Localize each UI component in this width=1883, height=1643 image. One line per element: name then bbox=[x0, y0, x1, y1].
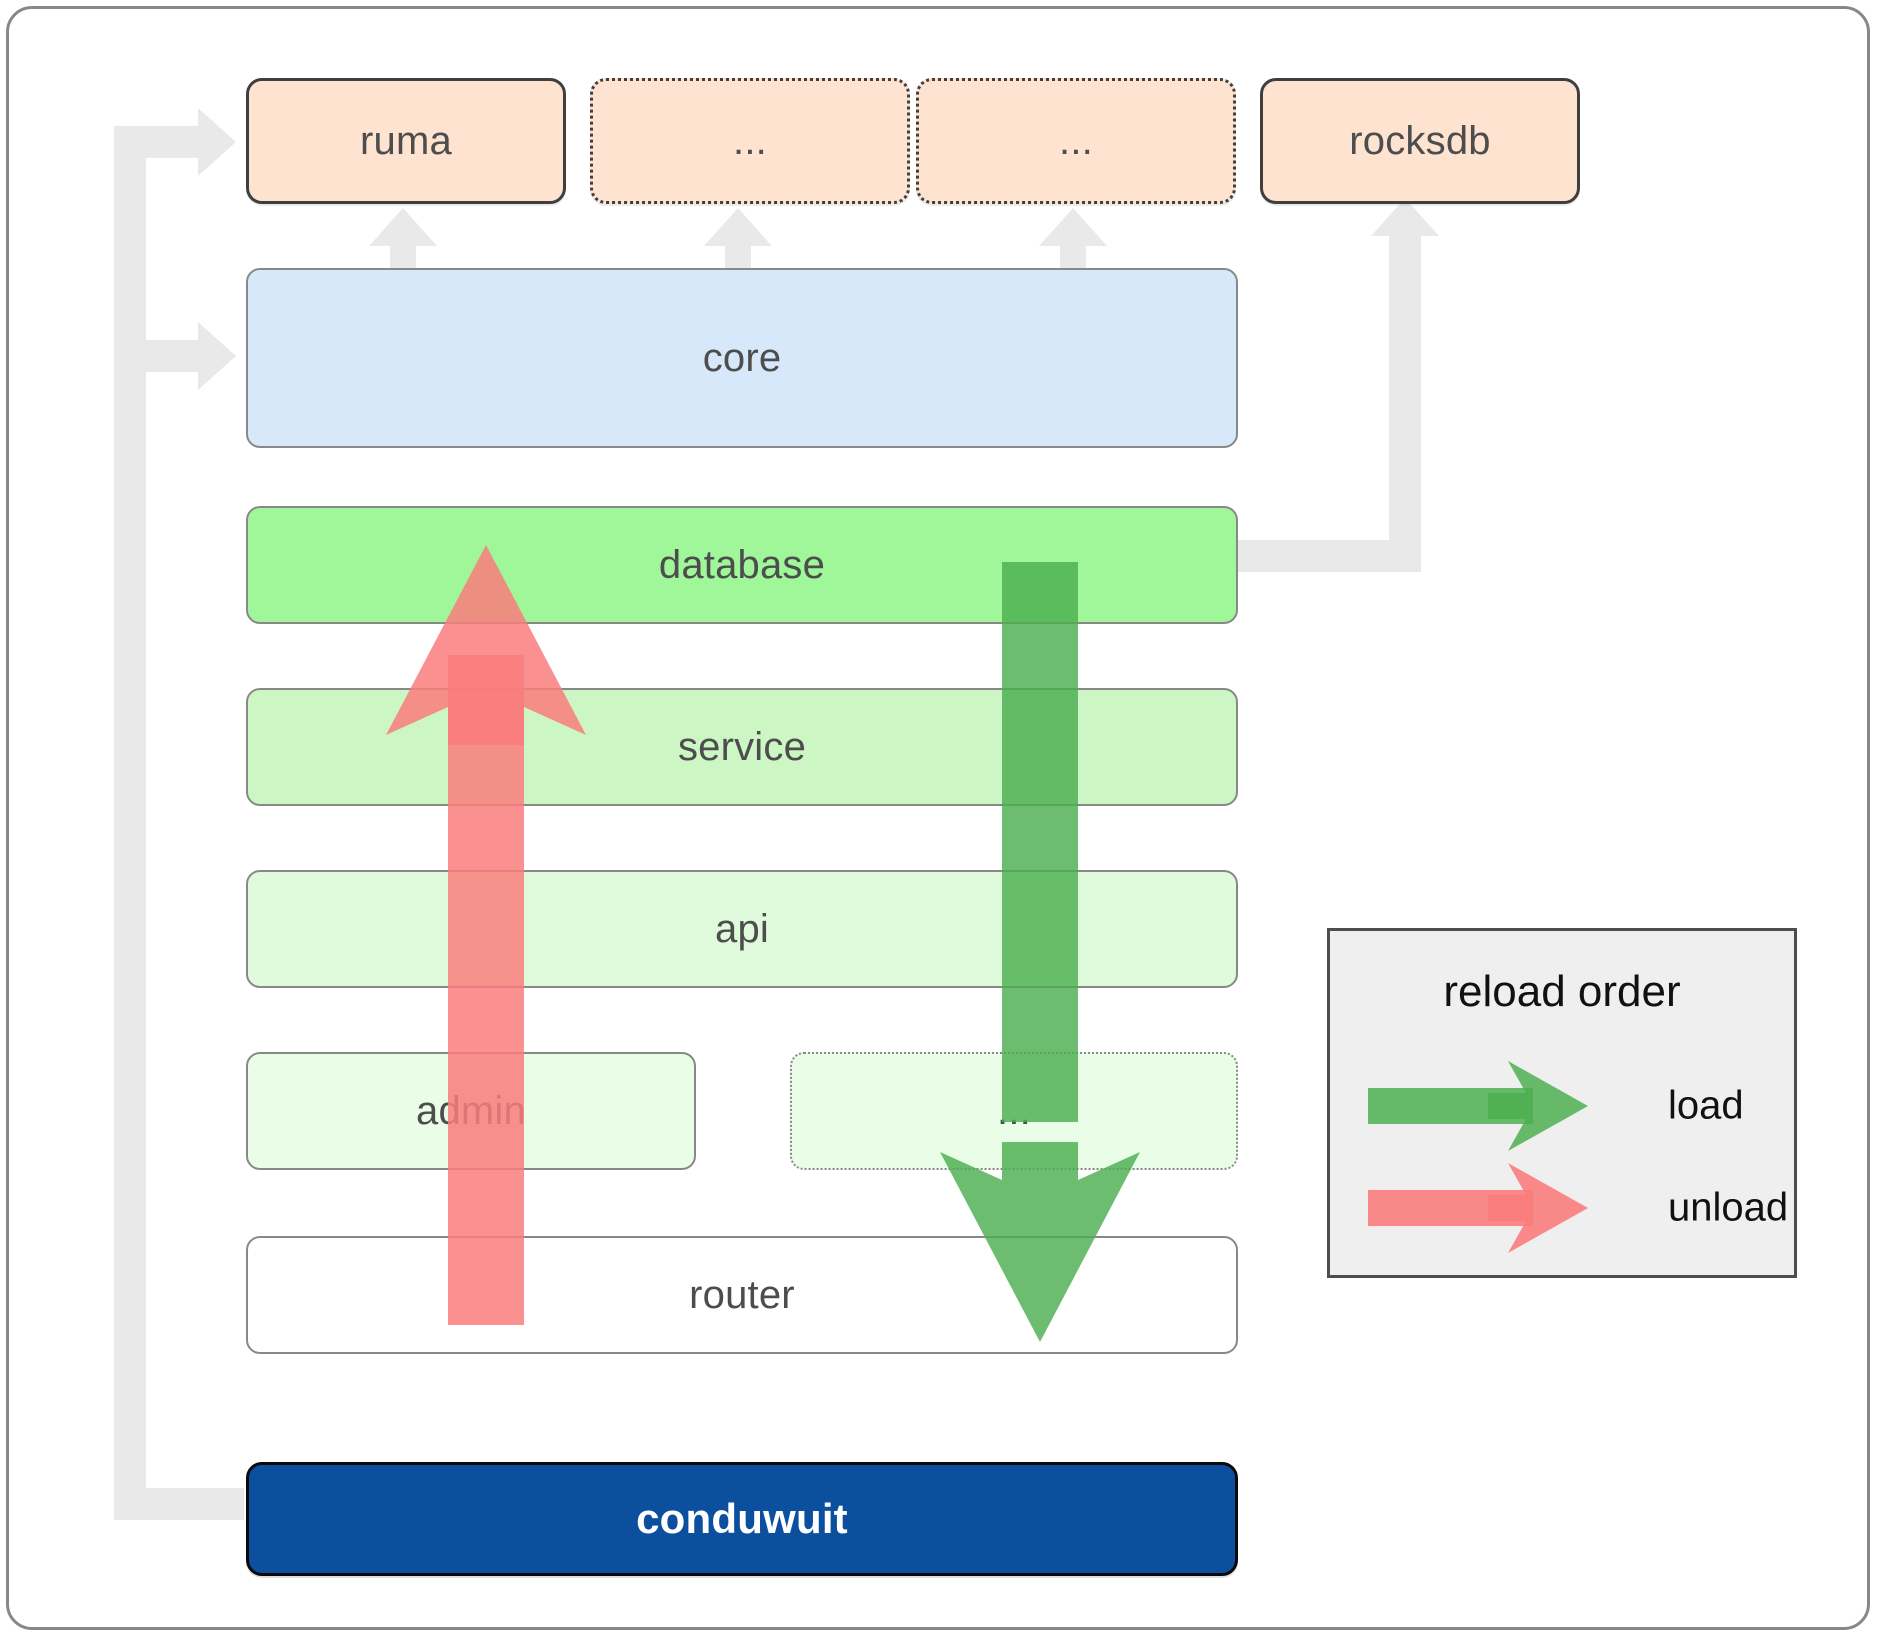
crate-label-database: database bbox=[658, 542, 826, 587]
crate-node-service[interactable]: service bbox=[246, 688, 1238, 806]
crate-node-router[interactable]: router bbox=[246, 1236, 1238, 1354]
dependency-node-ruma[interactable]: ruma bbox=[246, 78, 566, 204]
crate-label-service: service bbox=[677, 724, 807, 769]
crate-label-router: router bbox=[689, 1272, 795, 1317]
crate-node-admin[interactable]: admin bbox=[246, 1052, 696, 1170]
connector-spine-to-core-stem bbox=[114, 340, 202, 372]
binary-node-conduwuit[interactable]: conduwuit bbox=[246, 1462, 1238, 1576]
crate-label-dots: ... bbox=[997, 1088, 1031, 1133]
binary-label-conduwuit: conduwuit bbox=[636, 1495, 848, 1542]
legend-row-load: load bbox=[1368, 1061, 1768, 1151]
dependency-label-rocksdb: rocksdb bbox=[1349, 118, 1491, 163]
connector-core-to-ruma-arrow bbox=[369, 208, 437, 246]
crate-node-dots[interactable]: ... bbox=[790, 1052, 1238, 1170]
connector-database-to-rocksdb-vertical bbox=[1389, 228, 1421, 558]
legend-label-unload: unload bbox=[1668, 1185, 1789, 1230]
crate-label-api: api bbox=[715, 906, 769, 951]
dependency-label-dots-1: ... bbox=[733, 118, 767, 163]
connector-spine-to-ruma-arrow bbox=[198, 108, 236, 176]
crate-node-api[interactable]: api bbox=[246, 870, 1238, 988]
dependency-label-ruma: ruma bbox=[360, 118, 452, 163]
connector-core-to-dep-dots-2-arrow bbox=[1039, 208, 1107, 246]
dependency-node-dots-1[interactable]: ... bbox=[590, 78, 910, 204]
connector-database-to-rocksdb-horizontal bbox=[1228, 540, 1421, 572]
diagram-frame bbox=[6, 6, 1870, 1630]
legend-unload-arrow-icon bbox=[1368, 1163, 1588, 1258]
legend-label-load: load bbox=[1668, 1083, 1744, 1128]
connector-core-to-dep-dots-1-arrow bbox=[704, 208, 772, 246]
dependency-node-rocksdb[interactable]: rocksdb bbox=[1260, 78, 1580, 204]
crate-label-admin: admin bbox=[416, 1088, 526, 1133]
connector-binary-to-spine bbox=[114, 1488, 244, 1520]
dependency-label-dots-2: ... bbox=[1059, 118, 1093, 163]
legend-panel: reload order load unload bbox=[1327, 928, 1797, 1278]
connector-binary-spine-vertical bbox=[114, 128, 146, 1520]
connector-spine-to-core-arrow bbox=[198, 322, 236, 390]
legend-title: reload order bbox=[1443, 967, 1681, 1016]
dependency-node-dots-2[interactable]: ... bbox=[916, 78, 1236, 204]
legend-row-unload: unload bbox=[1368, 1163, 1788, 1253]
crate-node-database[interactable]: database bbox=[246, 506, 1238, 624]
crate-label-core: core bbox=[702, 335, 782, 380]
connector-database-to-rocksdb-arrow bbox=[1371, 198, 1439, 236]
legend-load-arrow-icon bbox=[1368, 1061, 1588, 1156]
connector-spine-to-ruma-stem bbox=[114, 126, 202, 158]
crate-node-core[interactable]: core bbox=[246, 268, 1238, 448]
